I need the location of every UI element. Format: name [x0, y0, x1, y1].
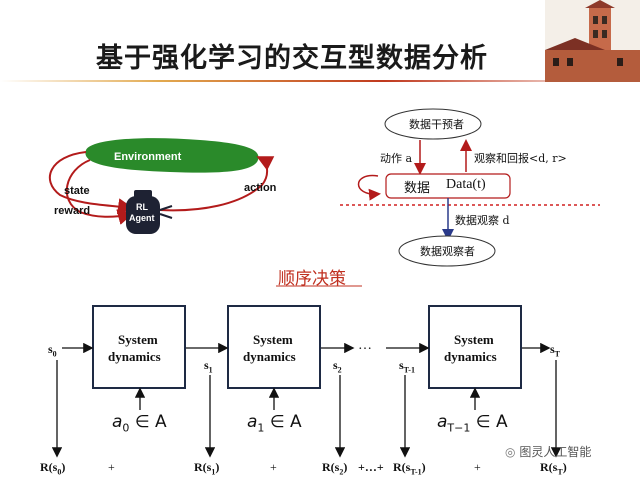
- reward-rT-1: R(sT-1): [393, 460, 426, 477]
- reward-label: reward: [54, 205, 91, 217]
- system-box-2: [227, 305, 321, 389]
- agent-body: [126, 196, 160, 234]
- reward-rT: R(sT): [540, 460, 567, 477]
- system-box-1: [92, 305, 186, 389]
- title-underline: [0, 80, 640, 82]
- environment-blob: [85, 138, 259, 173]
- box3-line1: System: [454, 332, 494, 347]
- action-a-label: 动作 a: [380, 152, 413, 165]
- watermark: ◎ 图灵人工智能: [505, 445, 592, 459]
- observer-label: 数据观察者: [420, 245, 475, 258]
- state-ellipsis: …: [358, 338, 372, 353]
- state-s1: s1: [204, 358, 213, 375]
- action-label: action: [244, 182, 277, 194]
- agent-label-line1: RL: [136, 202, 148, 212]
- reward-r1: R(s1): [194, 460, 220, 477]
- plus-1: +: [108, 460, 115, 474]
- state-sT: sT: [550, 342, 561, 359]
- wechat-icon: ◎: [505, 445, 516, 459]
- action-a0: a0 ∈ A: [112, 412, 167, 435]
- state-s2: s2: [333, 358, 342, 375]
- self-loop-arrow: [357, 174, 381, 201]
- observe-reward-label: 观察和回报<d, r>: [474, 152, 567, 165]
- state-label: state: [64, 185, 90, 197]
- box2-line2: dynamics: [243, 349, 296, 364]
- environment-label: Environment: [114, 151, 182, 163]
- reward-r2: R(s2): [322, 460, 348, 477]
- agent-label-line2: Agent: [129, 213, 155, 223]
- intervener-ellipse: [384, 108, 482, 140]
- section-title: 顺序决策: [278, 269, 346, 289]
- data-prefix-label: 数据: [404, 181, 431, 196]
- state-s0: s0: [48, 342, 57, 359]
- system-box-3: [428, 305, 522, 389]
- state-arrow: [48, 151, 134, 215]
- reward-arrow: [65, 159, 134, 225]
- slide-title: 基于强化学习的交互型数据分析: [96, 43, 488, 74]
- data-formula-label: Data(t): [446, 177, 486, 192]
- box1-line2: dynamics: [108, 349, 161, 364]
- action-a1: a1 ∈ A: [247, 412, 302, 435]
- plus-dots: +…+: [358, 460, 384, 474]
- plus-2: +: [270, 460, 277, 474]
- observation-d-label: 数据观察 d: [455, 214, 510, 227]
- observer-ellipse: [398, 235, 496, 267]
- plus-3: +: [474, 460, 481, 474]
- reward-r0: R(s0): [40, 460, 66, 477]
- box2-line1: System: [253, 332, 293, 347]
- box3-line2: dynamics: [444, 349, 497, 364]
- state-sT-1: sT-1: [399, 358, 415, 375]
- action-arrow: [159, 156, 275, 212]
- action-aT-1: aT−1 ∈ A: [437, 412, 508, 435]
- building-picture: [545, 0, 640, 82]
- intervener-label: 数据干预者: [409, 118, 464, 131]
- box1-line1: System: [118, 332, 158, 347]
- agent-head: [134, 190, 152, 198]
